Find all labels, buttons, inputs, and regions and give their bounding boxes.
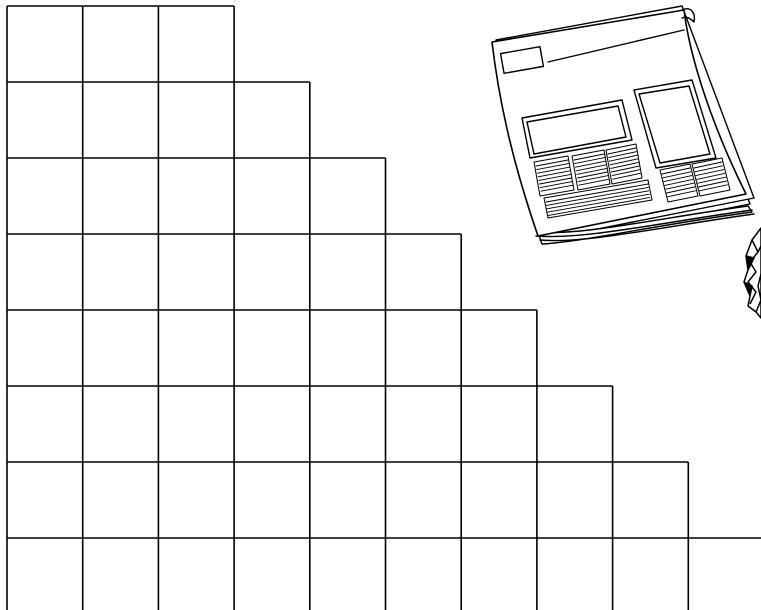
grid-row [7, 462, 688, 538]
newspaper-icon [492, 6, 754, 244]
grid-row [7, 158, 386, 234]
grid-row [7, 310, 537, 386]
grid-row [7, 6, 234, 82]
crumpled-paper-icon [744, 228, 761, 318]
grid-row [7, 234, 461, 310]
grid-row [7, 82, 310, 158]
grid-row [7, 386, 613, 462]
grid-row [7, 538, 761, 610]
